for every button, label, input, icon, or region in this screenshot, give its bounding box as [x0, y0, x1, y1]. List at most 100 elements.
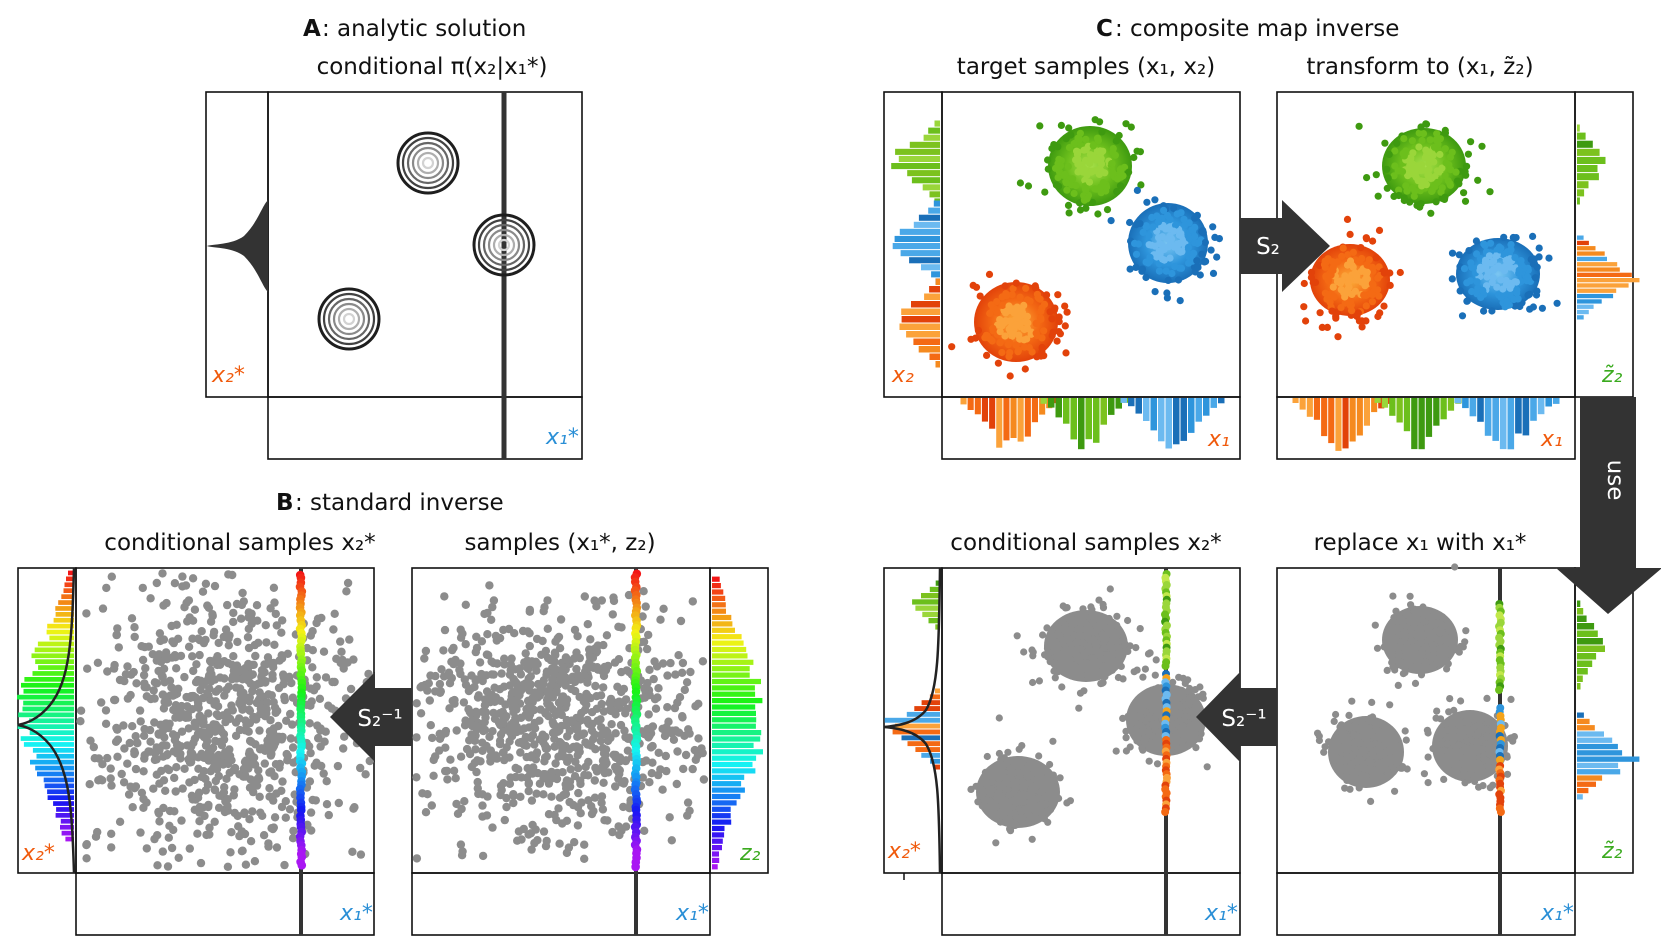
- scatter-point: [1388, 652, 1396, 660]
- scatter-point: [1065, 209, 1073, 217]
- scatter-point: [1108, 666, 1116, 674]
- scatter-point: [178, 784, 187, 793]
- scatter-point: [242, 720, 251, 730]
- scatter-point: [1115, 131, 1123, 140]
- scatter-point: [1010, 762, 1019, 770]
- histogram-bar: [1195, 398, 1202, 422]
- scatter-point: [1018, 783, 1026, 791]
- scatter-point: [132, 679, 141, 688]
- scatter-point: [986, 309, 994, 317]
- scatter-point: [1117, 168, 1125, 176]
- contour-ring: [317, 287, 381, 351]
- scatter-point: [210, 581, 220, 591]
- scatter-point: [189, 738, 198, 747]
- histogram-bar: [37, 771, 74, 777]
- scatter-point: [1215, 235, 1223, 243]
- scatter-point: [460, 797, 469, 806]
- scatter-point: [1090, 638, 1098, 646]
- histogram-bar: [1150, 398, 1157, 431]
- panel-b-left-xlabel: x₁*: [339, 901, 373, 926]
- scatter-point: [1461, 197, 1470, 205]
- scatter-point: [520, 658, 529, 667]
- scatter-point: [461, 600, 470, 609]
- scatter-point: [1145, 757, 1153, 765]
- scatter-point: [172, 620, 181, 629]
- scatter-point: [1138, 267, 1146, 275]
- histogram-bar: [1577, 769, 1621, 775]
- scatter-point: [435, 688, 445, 697]
- scatter-point: [131, 764, 141, 774]
- scatter-point: [1499, 285, 1507, 293]
- scatter-point: [1075, 664, 1083, 672]
- scatter-point: [447, 657, 456, 666]
- panel-b-inverse-arrow: [330, 672, 412, 762]
- histogram-bar: [1577, 124, 1580, 132]
- scatter-point: [1013, 778, 1021, 786]
- scatter-point: [1191, 223, 1199, 231]
- scatter-point: [474, 789, 483, 799]
- scatter-point: [1008, 291, 1016, 299]
- scatter-point: [1435, 636, 1443, 645]
- scatter-point: [474, 691, 483, 700]
- contour-ring: [322, 292, 376, 346]
- scatter-point: [152, 755, 161, 764]
- scatter-point: [1464, 150, 1472, 158]
- scatter-point: [504, 624, 514, 634]
- scatter-point: [1464, 749, 1472, 757]
- scatter-point: [564, 843, 574, 852]
- scatter-point: [119, 778, 129, 787]
- scatter-point: [1399, 149, 1407, 158]
- scatter-point: [239, 688, 248, 698]
- scatter-point: [994, 763, 1002, 771]
- scatter-point: [995, 749, 1004, 758]
- scatter-point: [139, 731, 149, 740]
- scatter-point: [1363, 174, 1371, 182]
- scatter-point: [219, 735, 229, 744]
- scatter-point: [1091, 116, 1099, 124]
- panel-c-tr-title: transform to (x₁, z̃₂): [1306, 54, 1533, 80]
- scatter-point: [1433, 130, 1441, 138]
- panel-c-bl-conditional-samples: [1161, 570, 1171, 816]
- scatter-point: [1478, 745, 1487, 753]
- scatter-point: [1093, 671, 1101, 680]
- scatter-point: [1511, 278, 1519, 286]
- scatter-point: [1386, 701, 1394, 709]
- scatter-point: [1450, 726, 1458, 735]
- scatter-point: [590, 793, 600, 802]
- scatter-point: [1400, 194, 1408, 202]
- scatter-point: [306, 748, 315, 758]
- scatter-point: [319, 769, 328, 778]
- scatter-point: [1330, 293, 1338, 301]
- panel-c-tl-clusters: [948, 116, 1223, 380]
- scatter-point: [996, 328, 1004, 336]
- histogram-bar: [935, 361, 940, 368]
- scatter-point: [231, 718, 241, 727]
- scatter-point: [698, 748, 707, 758]
- scatter-point: [656, 765, 665, 774]
- histogram-bar: [1577, 794, 1583, 800]
- scatter-point: [206, 677, 216, 686]
- scatter-point: [688, 597, 697, 606]
- scatter-point: [998, 293, 1006, 301]
- histogram-bar: [1120, 398, 1127, 403]
- scatter-point: [1357, 267, 1365, 275]
- histogram-bar: [1577, 181, 1589, 189]
- scatter-point: [270, 813, 280, 822]
- scatter-point: [227, 828, 236, 837]
- scatter-point: [184, 724, 193, 733]
- scatter-point: [619, 697, 628, 707]
- scatter-point: [102, 583, 111, 593]
- scatter-point: [1421, 154, 1429, 162]
- scatter-point: [1358, 719, 1366, 727]
- histogram-bar: [1188, 398, 1195, 433]
- scatter-point: [90, 754, 100, 763]
- contour-ring: [342, 312, 356, 326]
- scatter-point: [451, 774, 460, 783]
- scatter-point: [656, 615, 665, 624]
- scatter-point: [1531, 274, 1539, 282]
- scatter-point: [204, 802, 213, 812]
- scatter-point: [187, 791, 197, 800]
- scatter-point: [1020, 301, 1028, 309]
- histogram-bar: [1577, 283, 1629, 288]
- scatter-point: [1391, 787, 1399, 795]
